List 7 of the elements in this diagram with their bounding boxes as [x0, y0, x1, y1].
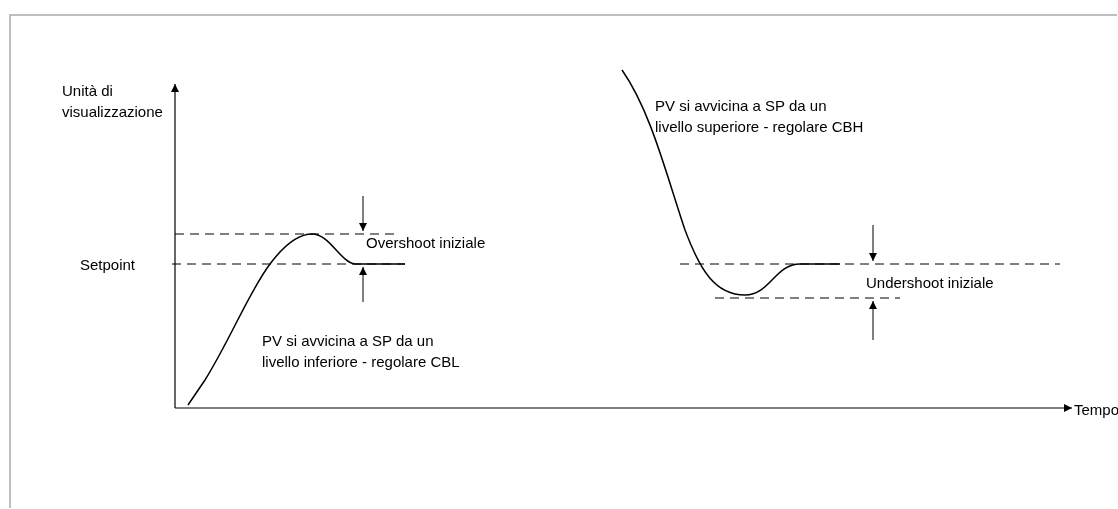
annotation-text: Overshoot iniziale [366, 233, 486, 253]
annotation-text: PV si avvicina a SP da un livello superiore - regolare CBH [655, 96, 865, 137]
axis-label: Setpoint [80, 255, 136, 275]
axis-title: Unità di visualizzazione [62, 81, 164, 122]
annotation-text: Undershoot iniziale [866, 273, 994, 293]
annotation-text: PV si avvicina a SP da un livello inferiore - regolare CBL [262, 331, 461, 372]
axis-title: Tempo [1074, 400, 1118, 420]
